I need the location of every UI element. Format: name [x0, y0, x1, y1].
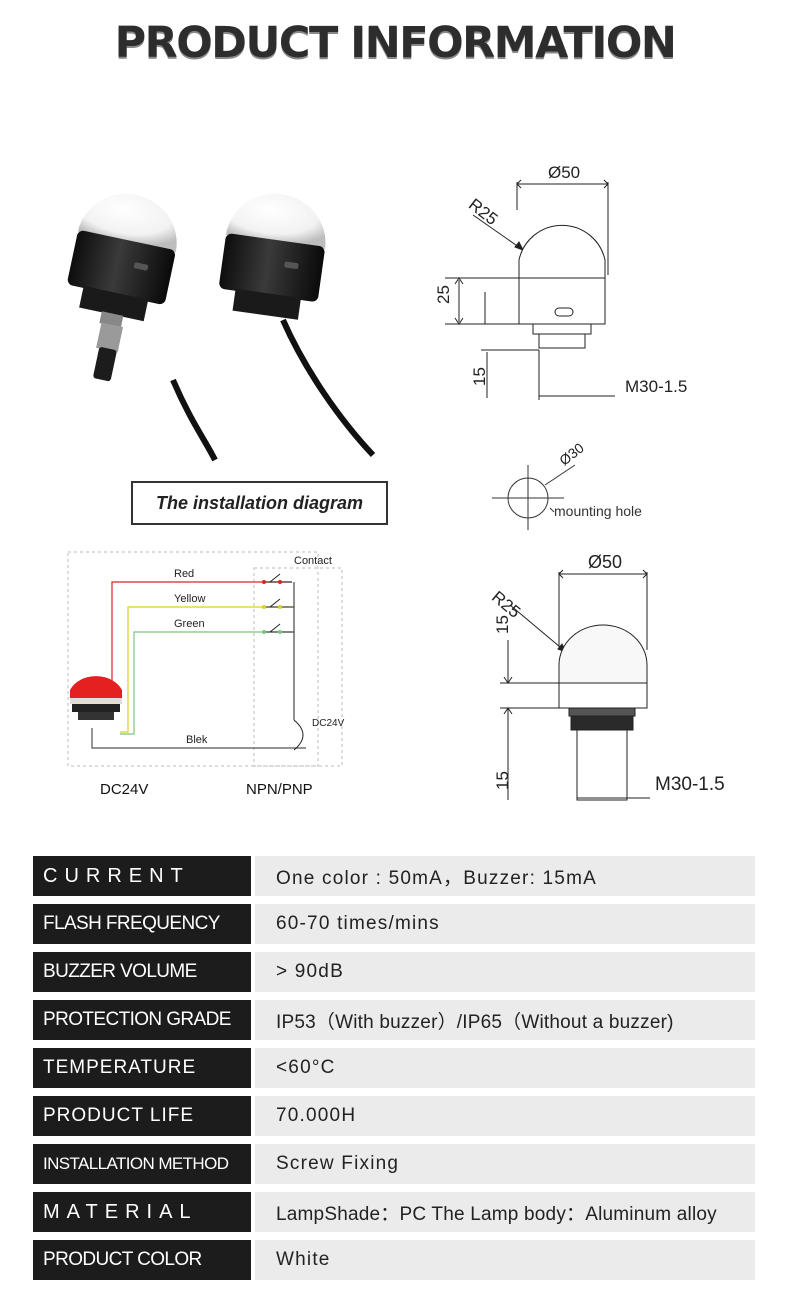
- product-photos: [67, 193, 376, 462]
- spec-row-current: CURRENT One color : 50mA，Buzzer: 15mA: [33, 856, 755, 896]
- bottom-diameter-label: Ø50: [588, 552, 622, 572]
- lamp-photo-cable: [219, 193, 326, 320]
- top-radius-label: R25: [465, 195, 501, 229]
- bottom-thread-height-label: 15: [493, 771, 512, 790]
- spec-key: PRODUCT LIFE: [33, 1096, 251, 1136]
- installation-diagram-text: The installation diagram: [155, 492, 364, 513]
- spec-row-product-color: PRODUCT COLOR White: [33, 1240, 755, 1280]
- mounting-hole-label: mounting hole: [554, 503, 642, 519]
- spec-row-flash-frequency: FLASH FREQUENCY 60-70 times/mins: [33, 904, 755, 944]
- spec-key: CURRENT: [33, 856, 251, 896]
- page-title: PRODUCT INFORMATION: [114, 18, 677, 68]
- spec-row-installation-method: INSTALLATION METHOD Screw Fixing: [33, 1144, 755, 1184]
- spec-row-material: MATERIAL LampShade：PC The Lamp body：Alum…: [33, 1192, 755, 1232]
- top-height-label: 25: [434, 285, 453, 304]
- red-lamp-icon: [70, 676, 122, 720]
- spec-key: PROTECTION GRADE: [33, 1000, 251, 1040]
- spec-key: BUZZER VOLUME: [33, 952, 251, 992]
- spec-value: LampShade：PC The Lamp body：Aluminum allo…: [255, 1192, 755, 1232]
- bottom-height-label: 15: [493, 615, 512, 634]
- dimension-drawing-top: Ø50 R25 25 15 M30-1.5: [434, 163, 687, 400]
- spec-value: > 90dB: [255, 952, 755, 992]
- wire-black-label: Blek: [186, 734, 208, 746]
- spec-row-temperature: TEMPERATURE <60°C: [33, 1048, 755, 1088]
- contact-dc-label: DC24V: [312, 718, 345, 729]
- spec-row-protection-grade: PROTECTION GRADE IP53（With buzzer）/IP65（…: [33, 1000, 755, 1040]
- spec-key: TEMPERATURE: [33, 1048, 251, 1088]
- spec-key: FLASH FREQUENCY: [33, 904, 251, 944]
- spec-row-buzzer-volume: BUZZER VOLUME > 90dB: [33, 952, 755, 992]
- spec-table: CURRENT One color : 50mA，Buzzer: 15mA FL…: [33, 856, 755, 1288]
- lamp-photo-connector: [67, 193, 177, 382]
- spec-row-product-life: PRODUCT LIFE 70.000H: [33, 1096, 755, 1136]
- wiring-right-caption: NPN/PNP: [246, 781, 313, 798]
- dimension-drawing-bottom: Ø50 R25 15 15 M30-1.5: [488, 552, 725, 801]
- spec-key: INSTALLATION METHOD: [33, 1144, 251, 1184]
- spec-value: One color : 50mA，Buzzer: 15mA: [255, 856, 755, 896]
- wire-green-label: Green: [174, 618, 205, 630]
- mounting-diameter-label: Ø30: [556, 440, 587, 468]
- wiring-diagram: Contact Red Yellow Green Blek DC24V: [67, 551, 345, 767]
- top-thread-height-label: 15: [470, 367, 489, 386]
- spec-value: IP53（With buzzer）/IP65（Without a buzzer): [255, 1000, 755, 1040]
- spec-key: MATERIAL: [33, 1192, 251, 1232]
- mounting-hole-drawing: Ø30 mounting hole: [492, 440, 642, 530]
- spec-key: PRODUCT COLOR: [33, 1240, 251, 1280]
- top-diameter-label: Ø50: [548, 163, 580, 182]
- contact-label: Contact: [294, 555, 332, 567]
- installation-diagram-label: The installation diagram: [131, 481, 388, 525]
- wiring-left-caption: DC24V: [100, 781, 149, 798]
- bottom-thread-label: M30-1.5: [655, 774, 725, 795]
- spec-value: 70.000H: [255, 1096, 755, 1136]
- wire-yellow-label: Yellow: [174, 593, 205, 605]
- spec-value: 60-70 times/mins: [255, 904, 755, 944]
- spec-value: Screw Fixing: [255, 1144, 755, 1184]
- spec-value: <60°C: [255, 1048, 755, 1088]
- wire-red-label: Red: [174, 568, 194, 580]
- top-thread-label: M30-1.5: [625, 377, 687, 396]
- spec-value: White: [255, 1240, 755, 1280]
